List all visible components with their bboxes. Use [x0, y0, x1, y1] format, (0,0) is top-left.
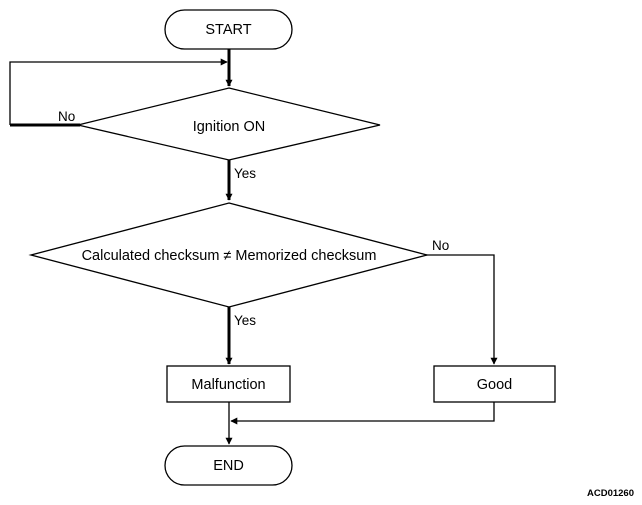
figure-code: ACD01260: [587, 488, 634, 499]
checksum-decision-diamond: [28, 202, 430, 308]
end-terminator: [164, 445, 293, 486]
connector-good-to-merge: [230, 402, 495, 425]
malfunction-box: [166, 365, 291, 403]
end-label: END: [213, 458, 244, 474]
checksum-no-label: No: [432, 238, 449, 253]
ignition-no-label: No: [58, 109, 75, 124]
connector-ignition-no-loop: [9, 58, 228, 125]
ignition-decision-label: Ignition ON: [193, 119, 266, 135]
ignition-yes-label: Yes: [234, 166, 256, 181]
good-box: [433, 365, 556, 403]
start-terminator: [164, 9, 293, 50]
good-label: Good: [477, 377, 512, 393]
connector-checksum-no: [425, 254, 498, 365]
malfunction-label: Malfunction: [191, 377, 265, 393]
start-label: START: [205, 22, 251, 38]
checksum-yes-label: Yes: [234, 313, 256, 328]
checksum-decision-label: Calculated checksum ≠ Memorized checksum: [82, 248, 377, 264]
ignition-decision-diamond: [77, 87, 381, 161]
